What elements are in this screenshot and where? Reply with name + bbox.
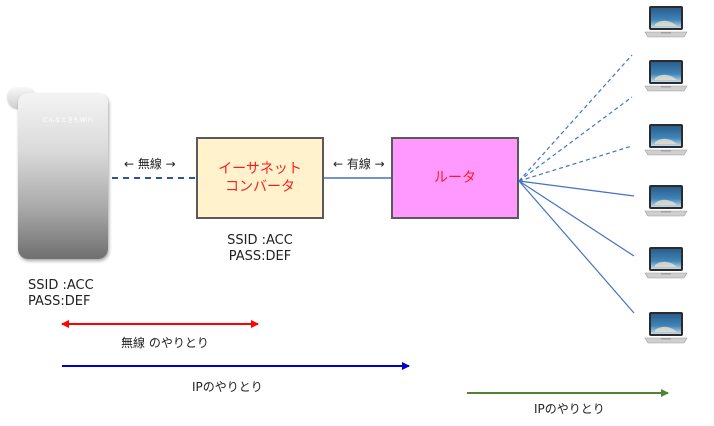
converter-pass: PASS:DEF — [228, 249, 292, 264]
device-body: どんなときもWiFi — [18, 93, 108, 259]
device-pass: PASS:DEF — [28, 294, 91, 309]
laptop-icon — [643, 245, 689, 285]
ethernet-converter-box: イーサネット コンバータ — [196, 137, 324, 219]
router-label: ルータ — [434, 170, 476, 186]
laptop-icon — [643, 183, 689, 223]
converter-ssid: SSID :ACC — [227, 233, 293, 248]
converter-label-line2: コンバータ — [225, 179, 295, 195]
laptop-icon — [643, 4, 689, 44]
wired-link-label: ← 有線 → — [333, 157, 385, 171]
wireless-exchange-label: 無線 のやりとり — [121, 336, 209, 350]
device-credentials: SSID :ACC PASS:DEF — [28, 278, 98, 310]
device-brand-text: どんなときもWiFi — [42, 117, 94, 124]
router-to-laptop-links — [518, 54, 635, 314]
converter-credentials: SSID :ACC PASS:DEF — [222, 233, 298, 265]
laptop-icon — [643, 122, 689, 162]
laptop-icon — [643, 58, 689, 98]
mobile-wifi-device: どんなときもWiFi — [8, 88, 110, 260]
router-box: ルータ — [391, 137, 519, 219]
device-ssid: SSID :ACC — [28, 278, 94, 293]
wireless-link-label: ← 無線 → — [124, 157, 176, 171]
converter-label-line1: イーサネット — [218, 161, 302, 177]
ip-exchange-label-left: IPのやりとり — [192, 380, 263, 394]
ip-exchange-label-right: IPのやりとり — [534, 402, 605, 416]
laptop-icon — [643, 310, 689, 350]
